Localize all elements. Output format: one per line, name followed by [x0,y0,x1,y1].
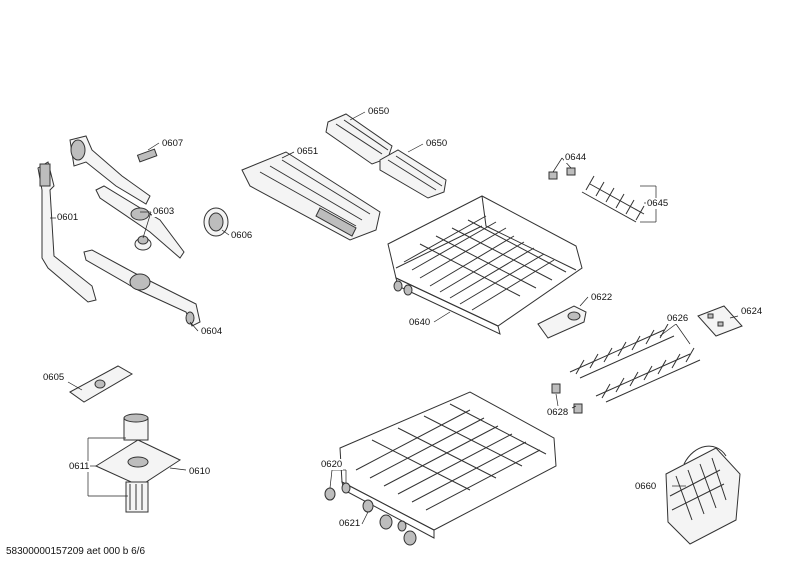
wheels-0620 [324,482,351,501]
leader-lines [50,111,739,525]
part-label-0610: 0610 [188,466,212,477]
lower-basket [339,391,557,539]
document-footer: 58300000157209 aet 000 b 6/6 [6,546,146,557]
spray-arm-assembly [69,135,201,327]
filter-disc-0606 [203,207,229,237]
holders-0628 [551,383,583,414]
part-label-0620: 0620 [320,459,344,470]
part-label-0604: 0604 [200,326,224,337]
part-label-0606: 0606 [230,230,254,241]
drawer-insert-0650-a [325,113,393,165]
knife-shelf-0622 [537,305,587,339]
part-label-0640: 0640 [408,317,432,328]
feed-pipe-0601 [37,161,97,303]
cup-rack-0645 [581,175,645,223]
part-label-0644: 0644 [564,152,588,163]
part-label-0622: 0622 [590,292,614,303]
wheels-0621 [362,499,417,546]
part-label-0601: 0601 [56,212,80,223]
part-label-0611: 0611 [68,461,91,472]
part-label-0607: 0607 [161,138,185,149]
part-label-0628: 0628 [546,407,570,418]
part-label-0605: 0605 [42,372,66,383]
part-label-0645: 0645 [646,198,670,209]
filter-assembly [94,413,182,513]
part-label-0651: 0651 [296,146,320,157]
clips-0644 [548,167,576,180]
clips-0624 [697,305,743,337]
part-label-0626: 0626 [666,313,690,324]
cutlery-basket-0660 [665,445,741,545]
part-label-0650-a: 0650 [367,106,391,117]
drawer-insert-0650-b [379,149,447,199]
upper-basket-0640 [387,195,583,335]
part-label-0660: 0660 [634,481,658,492]
sump-cover-0605 [69,365,133,403]
part-label-0650-b: 0650 [425,138,449,149]
folding-tines-0626 [569,323,701,403]
part-label-0624: 0624 [740,306,764,317]
part-label-0621: 0621 [338,518,362,529]
part-label-0603: 0603 [152,206,176,217]
cutlery-drawer-0651 [241,151,381,241]
